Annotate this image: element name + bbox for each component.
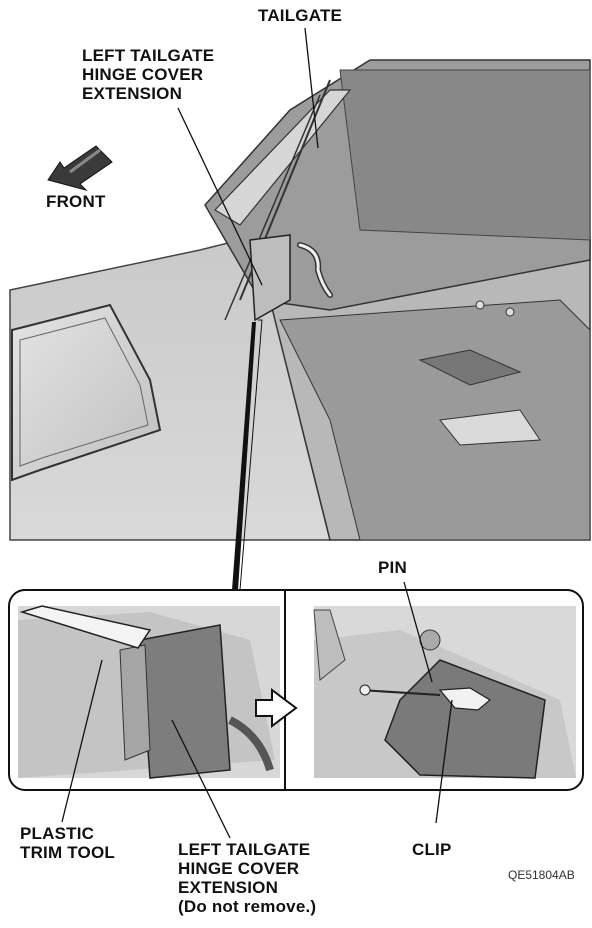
front-arrow-icon <box>48 146 112 190</box>
hinge-cover-detail-left <box>140 625 230 778</box>
label-clip: CLIP <box>412 840 452 859</box>
label-hinge-cover-top: LEFT TAILGATE HINGE COVER EXTENSION <box>82 46 214 103</box>
label-pin: PIN <box>378 558 407 577</box>
label-hinge-cover-bottom: LEFT TAILGATE HINGE COVER EXTENSION (Do … <box>178 840 316 916</box>
label-tailgate: TAILGATE <box>258 6 342 25</box>
label-plastic-trim-tool: PLASTIC TRIM TOOL <box>20 824 115 862</box>
figure-code: QE51804AB <box>508 868 575 882</box>
label-front: FRONT <box>46 192 106 211</box>
